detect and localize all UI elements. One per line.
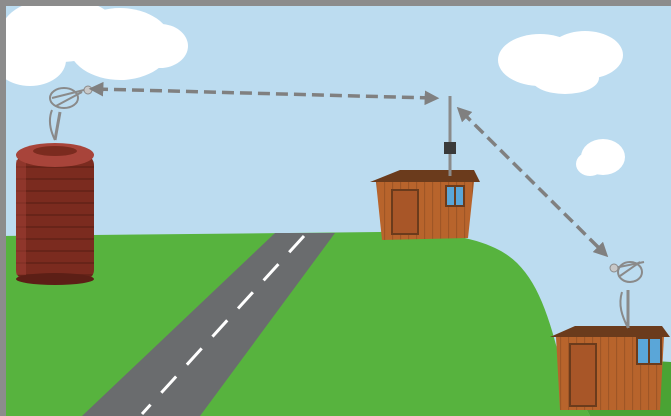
right-shed <box>550 326 670 410</box>
water-tank <box>16 143 94 285</box>
central-shed <box>370 170 480 240</box>
